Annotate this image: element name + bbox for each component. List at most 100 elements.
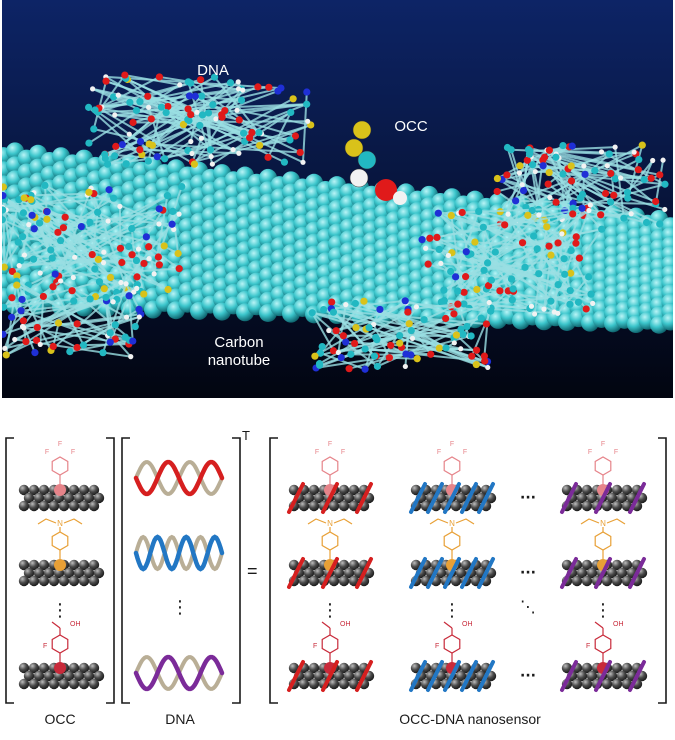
atom — [210, 161, 215, 166]
atom — [427, 351, 434, 358]
atom — [418, 236, 425, 243]
atom — [414, 355, 421, 362]
atom — [503, 171, 510, 178]
atom — [552, 199, 559, 206]
oh-label: OH — [462, 621, 473, 628]
fluorine-label: F — [341, 449, 345, 456]
atom — [111, 299, 116, 304]
atom — [118, 259, 125, 266]
atom — [125, 292, 132, 299]
atom — [72, 255, 77, 260]
fluorine-label: F — [58, 441, 62, 448]
transpose-symbol: T — [242, 428, 250, 443]
atom — [101, 151, 108, 158]
atom — [143, 233, 150, 240]
fluorine-label: F — [588, 449, 592, 456]
atom — [547, 298, 554, 305]
atom — [316, 362, 323, 369]
atom — [297, 149, 304, 156]
atom — [590, 301, 595, 306]
atom — [459, 209, 466, 216]
atom — [303, 88, 310, 95]
atom — [567, 287, 574, 294]
atom — [20, 317, 27, 324]
atom — [230, 147, 235, 152]
atom — [440, 287, 447, 294]
atom — [543, 223, 550, 230]
atom — [330, 309, 337, 316]
atom — [136, 98, 143, 105]
atom — [123, 160, 130, 167]
benzene-ring — [444, 532, 460, 550]
atom — [529, 304, 534, 309]
atom — [468, 332, 475, 339]
atom — [512, 197, 519, 204]
atom — [406, 320, 413, 327]
atom — [487, 308, 494, 315]
atom — [458, 346, 463, 351]
atom — [156, 261, 163, 268]
atom — [607, 170, 614, 177]
atom — [86, 219, 93, 226]
atom — [71, 275, 76, 280]
atom — [568, 162, 575, 169]
atom — [85, 104, 92, 111]
atom — [448, 212, 455, 219]
nitrogen-label: N — [600, 519, 606, 528]
atom — [561, 271, 568, 278]
atom — [343, 302, 348, 307]
atom — [546, 147, 553, 154]
atom — [568, 177, 575, 184]
atom — [50, 343, 57, 350]
graphene-atom — [572, 576, 582, 586]
atom — [583, 305, 590, 312]
atom — [635, 166, 642, 173]
benzene-ring — [52, 635, 68, 653]
anchor-atom — [54, 662, 66, 674]
atom — [521, 264, 528, 271]
atom — [287, 109, 294, 116]
atom — [492, 248, 499, 255]
atom — [192, 93, 199, 100]
atom — [158, 104, 165, 111]
horizontal-ellipsis: ··· — [520, 490, 536, 506]
atom — [508, 275, 515, 282]
atom — [22, 338, 29, 345]
atom — [164, 286, 171, 293]
atom — [559, 231, 564, 236]
atom — [453, 332, 460, 339]
graphene-atom — [572, 679, 582, 689]
atom — [485, 365, 490, 370]
atom — [136, 247, 141, 252]
atom — [460, 289, 467, 296]
atom — [530, 232, 537, 239]
graphene-atom — [339, 679, 349, 689]
benzene-ring — [322, 532, 338, 550]
atom — [213, 116, 218, 121]
atom — [20, 209, 27, 216]
graphene-atom — [451, 679, 461, 689]
dna-strand — [136, 462, 222, 494]
left-bracket — [270, 438, 278, 703]
atom — [102, 78, 109, 85]
graphene-atom — [612, 501, 622, 511]
atom — [639, 142, 646, 149]
graphene-atom — [49, 679, 59, 689]
atom — [446, 253, 451, 258]
benzene-ring — [595, 635, 611, 653]
atom — [68, 287, 75, 294]
dna-matrix: ⋮ — [136, 462, 222, 689]
atom — [386, 354, 393, 361]
graphene-atom — [89, 679, 99, 689]
anchor-atom — [54, 559, 66, 571]
atom — [3, 351, 10, 358]
benzene-ring — [322, 635, 338, 653]
atom — [176, 212, 181, 217]
atom — [374, 363, 381, 370]
atom — [567, 270, 574, 277]
atom — [137, 314, 142, 319]
atom — [31, 225, 38, 232]
atom — [70, 297, 77, 304]
atom — [248, 129, 255, 136]
fluorine-label: F — [45, 449, 49, 456]
